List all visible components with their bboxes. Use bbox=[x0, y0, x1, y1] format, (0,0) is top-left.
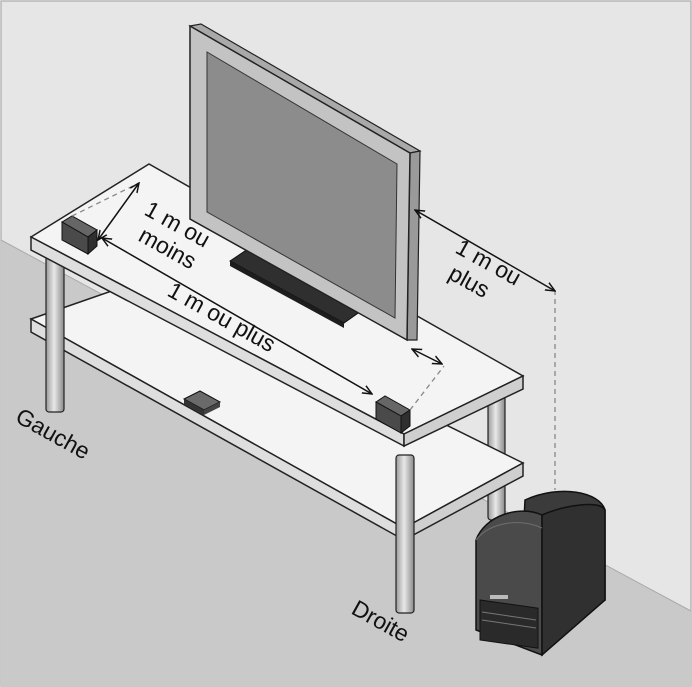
dimension-arrows bbox=[98, 183, 555, 394]
shelf-leg-front-right bbox=[395, 454, 415, 614]
speaker-left bbox=[61, 215, 98, 256]
arrow-wall-distance bbox=[415, 210, 555, 291]
arrow-speaker-spacing bbox=[102, 238, 372, 394]
arrow-tv-gap bbox=[412, 349, 442, 364]
subwoofer bbox=[475, 490, 606, 657]
speaker-right bbox=[375, 395, 411, 435]
arrow-max-distance bbox=[98, 183, 139, 240]
shelf-leg-front-left bbox=[45, 251, 65, 413]
